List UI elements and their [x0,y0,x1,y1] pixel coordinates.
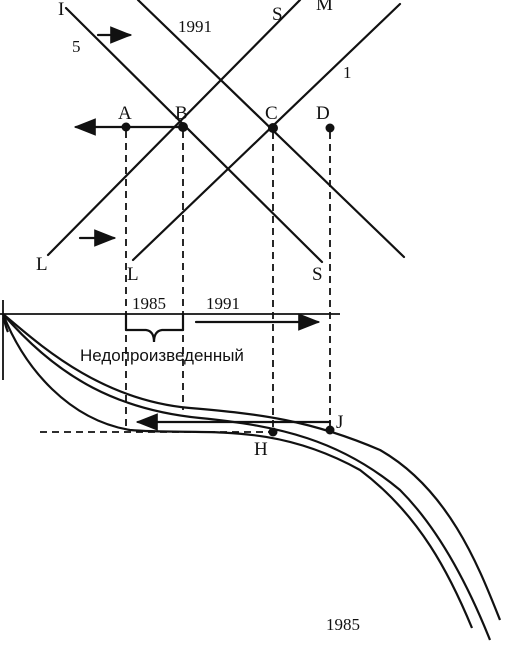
point-c [268,123,278,133]
lower-curve-1991 [2,313,502,621]
supply-line-right [131,2,402,262]
bottom-partial-label: 1985 [326,615,360,634]
label-d: D [316,103,330,124]
lower-curve-1985 [1,313,474,629]
year-1991-label: 1991 [206,294,240,313]
label-demand-lower-right: S [312,264,323,285]
label-b: B [175,103,188,124]
label-top-partial: 1991 [178,17,212,36]
label-j: J [336,412,343,433]
demand-line-left [64,6,324,264]
label-supply-right: L [127,264,139,285]
label-supply-upper-right: M [316,0,333,15]
underproduced-bracket [124,328,185,343]
point-j [325,425,335,435]
lower-curve-third [2,317,9,333]
lower-curve-outer [2,313,492,641]
year-1985-label: 1985 [132,294,166,313]
point-h [268,427,278,437]
point-b [178,122,188,132]
point-a [121,122,131,132]
label-h: H [254,439,268,460]
label-one-partial: 1 [343,63,352,82]
point-d [325,123,335,133]
label-a: A [118,103,132,124]
label-supply-left: L [36,254,48,275]
underproduced-label: Недопроизведенный [80,346,244,365]
label-demand-upper-left: I [58,0,64,20]
label-demand-upper-mid: S [272,4,283,25]
label-c: C [265,103,278,124]
label-five-partial: 5 [72,37,81,56]
